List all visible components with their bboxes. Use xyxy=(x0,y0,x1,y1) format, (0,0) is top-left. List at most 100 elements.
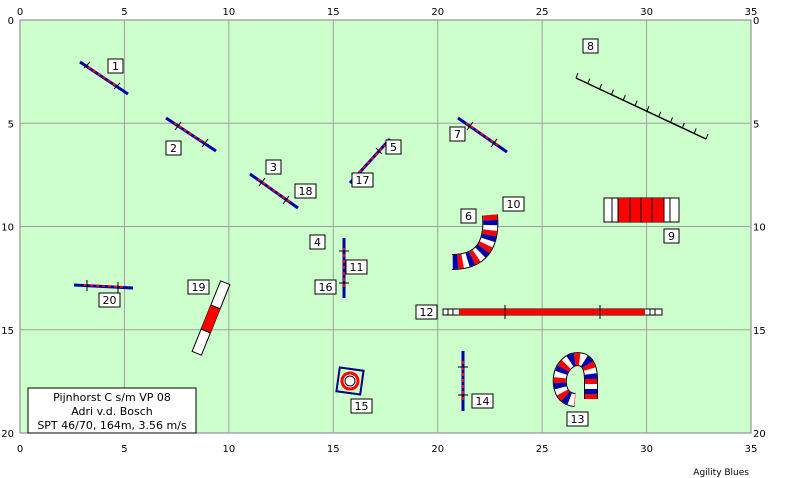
y-tick-label: 15 xyxy=(753,326,766,337)
x-axis-top: 0 5 10 15 20 25 30 35 xyxy=(17,7,758,18)
jump-7 xyxy=(457,116,508,154)
x-tick-label: 35 xyxy=(745,7,758,18)
svg-text:15: 15 xyxy=(355,400,369,413)
tire-15 xyxy=(335,366,365,396)
svg-text:11: 11 xyxy=(350,261,364,274)
x-tick-label: 15 xyxy=(327,444,340,455)
label-17: 17 xyxy=(351,172,374,188)
walk-tick xyxy=(599,83,603,90)
x-tick-label: 20 xyxy=(431,7,444,18)
svg-text:13: 13 xyxy=(571,413,585,426)
y-tick-label: 0 xyxy=(8,16,14,27)
jump-11 xyxy=(339,238,349,298)
x-tick-label: 30 xyxy=(640,444,653,455)
label-12: 12 xyxy=(415,304,438,320)
dogwalk-8 xyxy=(575,72,709,140)
x-tick-label: 10 xyxy=(222,444,235,455)
label-8: 8 xyxy=(582,38,599,54)
y-tick-label: 5 xyxy=(753,119,759,130)
jump-2 xyxy=(165,116,217,153)
jump-1 xyxy=(79,60,129,96)
label-5: 5 xyxy=(385,139,402,155)
judge-name: Adri v.d. Bosch xyxy=(71,405,153,418)
y-tick-label: 10 xyxy=(1,223,14,234)
walk-12 xyxy=(442,305,663,319)
walk-tick xyxy=(587,78,591,84)
credit-text: Agility Blues xyxy=(693,468,749,478)
x-tick-label: 0 xyxy=(17,7,23,18)
svg-text:1: 1 xyxy=(112,60,119,73)
walk-tick xyxy=(658,111,662,118)
y-tick-label: 15 xyxy=(1,326,14,337)
svg-text:10: 10 xyxy=(507,198,521,211)
label-13: 13 xyxy=(566,411,589,427)
walk-tick xyxy=(693,128,697,134)
x-tick-label: 5 xyxy=(121,7,127,18)
label-20: 20 xyxy=(98,292,121,308)
y-tick-label: 5 xyxy=(8,119,14,130)
y-axis-right: 0 5 10 15 20 xyxy=(753,16,766,440)
svg-text:9: 9 xyxy=(668,230,675,243)
y-tick-label: 0 xyxy=(753,16,759,27)
course-stats: SPT 46/70, 164m, 3.56 m/s xyxy=(37,419,187,432)
label-9: 9 xyxy=(663,228,680,244)
walk-tick xyxy=(681,122,685,129)
label-15: 15 xyxy=(350,398,373,414)
walk-tick xyxy=(646,106,650,112)
walk-tick xyxy=(610,89,614,95)
grid-lines xyxy=(20,20,751,433)
x-axis-bottom: 0 5 10 15 20 25 30 35 xyxy=(17,444,758,455)
svg-text:8: 8 xyxy=(587,40,594,53)
svg-text:20: 20 xyxy=(103,294,117,307)
label-11: 11 xyxy=(345,259,368,275)
svg-text:7: 7 xyxy=(454,128,461,141)
walk-tick xyxy=(575,72,579,79)
course-title: Pijnhorst C s/m VP 08 xyxy=(53,391,171,404)
svg-text:4: 4 xyxy=(314,236,321,249)
x-tick-label: 20 xyxy=(431,444,444,455)
obstacle-number-labels: 1 2 3 4 5 6 7 8 9 10 11 12 13 14 15 16 1… xyxy=(98,38,680,427)
label-4: 4 xyxy=(309,234,326,250)
course-info-box: Pijnhorst C s/m VP 08 Adri v.d. Bosch SP… xyxy=(27,387,197,434)
y-tick-label: 20 xyxy=(753,429,766,440)
jump-20 xyxy=(73,280,134,293)
x-tick-label: 25 xyxy=(536,7,549,18)
svg-text:5: 5 xyxy=(390,141,397,154)
svg-text:18: 18 xyxy=(299,185,313,198)
x-tick-label: 0 xyxy=(17,444,23,455)
svg-text:6: 6 xyxy=(465,210,472,223)
y-tick-label: 20 xyxy=(1,429,14,440)
x-tick-label: 15 xyxy=(327,7,340,18)
walk-tick xyxy=(634,100,638,106)
svg-text:19: 19 xyxy=(192,281,206,294)
x-tick-label: 30 xyxy=(640,7,653,18)
label-19: 19 xyxy=(187,279,210,295)
x-tick-label: 35 xyxy=(745,444,758,455)
x-tick-label: 10 xyxy=(222,7,235,18)
label-3: 3 xyxy=(265,159,282,175)
label-2: 2 xyxy=(165,140,182,156)
label-16: 16 xyxy=(314,279,337,295)
label-6: 6 xyxy=(460,208,477,224)
label-1: 1 xyxy=(107,58,124,74)
svg-text:17: 17 xyxy=(356,174,370,187)
y-axis-left: 0 5 10 15 20 xyxy=(1,16,14,440)
label-7: 7 xyxy=(449,126,466,142)
svg-text:3: 3 xyxy=(270,161,277,174)
svg-text:2: 2 xyxy=(170,142,177,155)
tunnel-13 xyxy=(552,352,598,407)
svg-text:14: 14 xyxy=(476,395,490,408)
plank-19 xyxy=(191,280,231,356)
x-tick-label: 25 xyxy=(536,444,549,455)
y-tick-label: 10 xyxy=(753,223,766,234)
jump-3 xyxy=(249,172,299,210)
label-10: 10 xyxy=(502,196,525,212)
svg-text:12: 12 xyxy=(420,306,434,319)
jump-14 xyxy=(458,351,468,411)
label-14: 14 xyxy=(471,393,494,409)
walk-tick xyxy=(670,117,674,123)
x-tick-label: 5 xyxy=(121,444,127,455)
chute-9 xyxy=(603,197,680,223)
tunnel-6 xyxy=(451,214,499,270)
